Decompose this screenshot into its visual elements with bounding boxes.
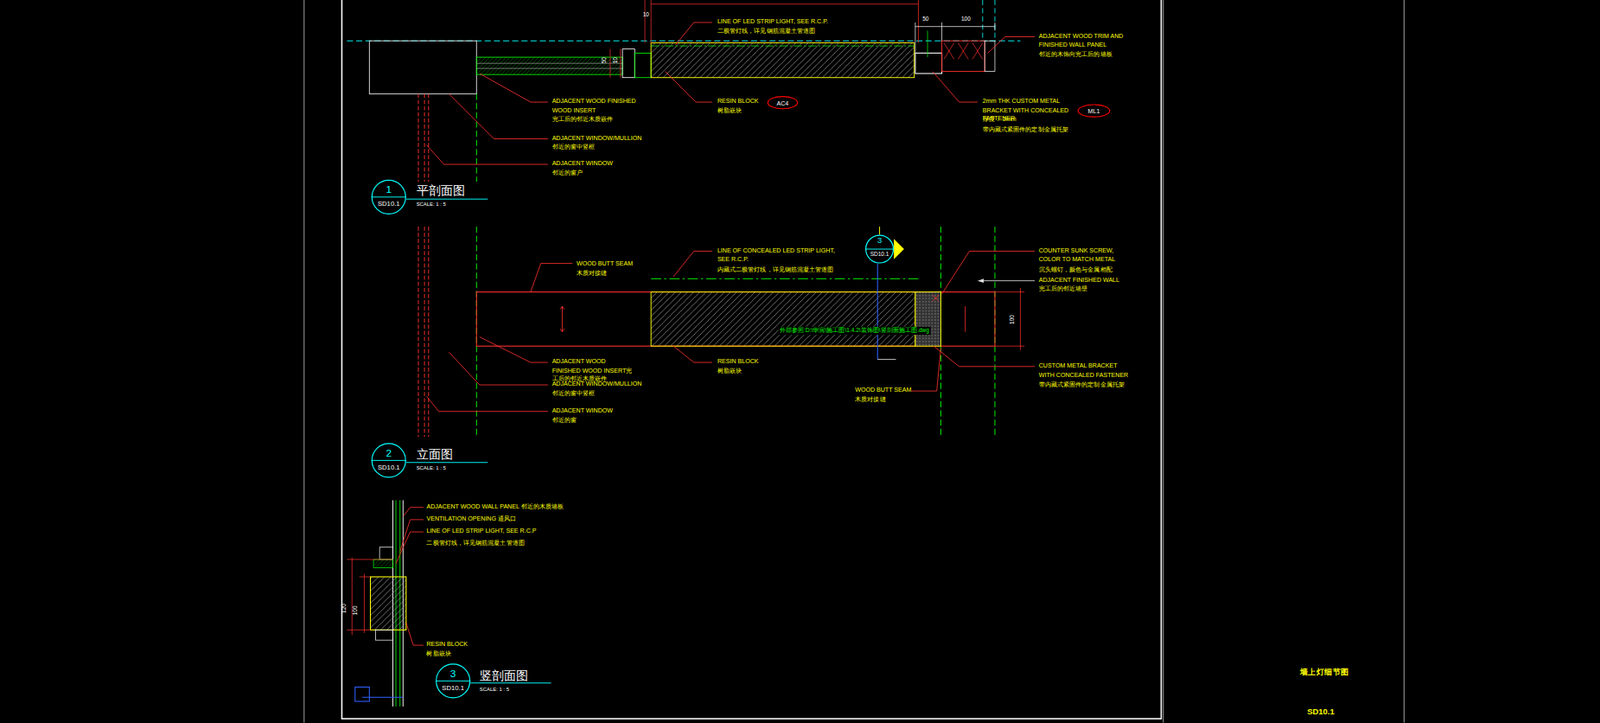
annotation-label: 厚度： 2mm	[982, 114, 1017, 124]
annotation-label: 外部参照:D:\华润\施工图\1.4.2\装饰图\竖剖面施工图.dwg	[778, 326, 931, 335]
annotation-label: 邻近的窗	[552, 414, 577, 424]
annotation-label: ADJACENT WINDOW	[552, 159, 613, 168]
annotation-label: 完工后的邻近木质嵌件	[552, 114, 614, 124]
annotation-label: ADJACENT FINISHED WALL	[1039, 275, 1120, 285]
annotation-label: ADJACENT WOOD WALL PANEL 邻近的木质墙板	[426, 502, 564, 511]
annotation-label: 带内藏式紧固件的定制金属托架	[1039, 380, 1125, 389]
view-title: 立面图	[416, 446, 453, 462]
tag-text: AC4	[768, 99, 797, 108]
section-bubble: 1SD10.1	[371, 179, 407, 215]
dimension-text: 50	[600, 57, 609, 64]
annotation-label: WOOD BUTT SEAM	[854, 385, 912, 395]
tag-text: ML1	[1078, 107, 1110, 115]
sheet-reference: SD10.1	[372, 463, 406, 471]
annotation-label: 内藏式二极管灯线，详见钢筋混凝土管道图	[717, 265, 835, 275]
annotation-label: LINE OF LED STRIP LIGHT, SEE R.C.P.	[717, 17, 829, 26]
dimension-text: 100	[351, 605, 360, 615]
material-tag: ML1	[1077, 103, 1111, 117]
annotation-label: ADJACENT WOOD FINISHED WOOD INSERT	[552, 96, 647, 115]
annotation-label: ADJACENT WINDOW/MULLION	[552, 133, 643, 143]
annotation-label: ADJACENT WINDOW	[552, 406, 613, 415]
sheet-reference: SD10.1	[372, 199, 406, 207]
title-block-text: SD10.1	[1306, 706, 1335, 719]
annotation-label: 树脂嵌块	[426, 649, 451, 658]
section-bubble: 3SD10.1	[435, 662, 471, 698]
annotation-label: LINE OF LED STRIP LIGHT, SEE R.C.P	[426, 526, 536, 536]
dimension-text: 100	[961, 15, 971, 24]
view-title: 竖剖面图	[479, 668, 530, 683]
annotation-label: COUNTER SUNK SCREW, COLOR TO MATCH METAL	[1039, 245, 1123, 264]
material-tag: AC4	[767, 95, 798, 109]
dimension-text: 10	[611, 57, 620, 64]
section-bubble: 2SD10.1	[371, 442, 407, 478]
annotation-label: 完工后的邻近墙壁	[1039, 284, 1089, 294]
annotation-label: VENTILATION OPENING 通风口	[426, 514, 517, 523]
dimension-text: 100	[1008, 314, 1017, 325]
annotation-label: 带内藏式紧固件的定制金属托架	[982, 125, 1069, 134]
section-bubble: 3SD10.1	[865, 235, 894, 264]
annotation-label: 二极管灯线，详见钢筋混凝土管道图	[717, 26, 816, 36]
annotation-label: 木质对接缝	[576, 267, 607, 277]
annotation-label: 树脂嵌块	[717, 106, 742, 115]
title-block-text: 墙上灯细节图	[1300, 666, 1350, 679]
annotation-label: ADJACENT WOOD FINISHED WOOD INSERT完工后的邻近…	[552, 356, 637, 384]
annotation-label: SCALE: 1 : 5	[416, 201, 447, 210]
annotation-label: SCALE: 1 : 5	[416, 464, 447, 472]
annotation-label: ADJACENT WOOD TRIM AND FINISHED WALL PAN…	[1039, 31, 1140, 51]
dimension-text: 50	[922, 15, 929, 24]
annotation-label: RESIN BLOCK	[717, 356, 759, 366]
annotation-label: 树脂嵌块	[717, 366, 742, 376]
dimension-text: 120	[340, 603, 349, 613]
sheet-reference: SD10.1	[866, 250, 893, 257]
annotation-label: 邻近的窗户	[552, 168, 583, 178]
annotation-label: RESIN BLOCK	[426, 639, 468, 649]
annotation-label: ADJACENT WINDOW/MULLION	[552, 379, 643, 389]
annotation-label: SCALE: 1 : 5	[479, 685, 510, 694]
annotation-label: 二极管灯线，详见钢筋混凝土管道图	[426, 538, 524, 548]
view-title: 平剖面图	[416, 183, 466, 198]
bubble-number: 2	[372, 446, 406, 459]
annotation-label: WOOD BUTT SEAM	[576, 259, 633, 268]
annotation-label: 邻近的木饰向完工后的墙板	[1039, 50, 1113, 59]
sheet-reference: SD10.1	[436, 683, 470, 691]
bubble-number: 1	[372, 183, 406, 195]
dimension-text: 10	[643, 11, 650, 20]
annotation-label: 邻近的窗中竖框	[552, 142, 596, 152]
annotation-label: CUSTOM METAL BRACKET WITH CONCEALED FAST…	[1039, 361, 1129, 380]
annotation-label: LINE OF CONCEALED LED STRIP LIGHT, SEE R…	[717, 245, 846, 264]
annotation-label: RESIN BLOCK	[717, 96, 759, 106]
bubble-number: 3	[436, 667, 470, 679]
annotation-label: 木质对接缝	[854, 395, 886, 404]
annotation-label: 邻近的窗中竖框	[552, 388, 596, 398]
bubble-number: 3	[866, 236, 893, 246]
annotation-label: 沉头螺钉，颜色与金属相配	[1039, 265, 1113, 275]
